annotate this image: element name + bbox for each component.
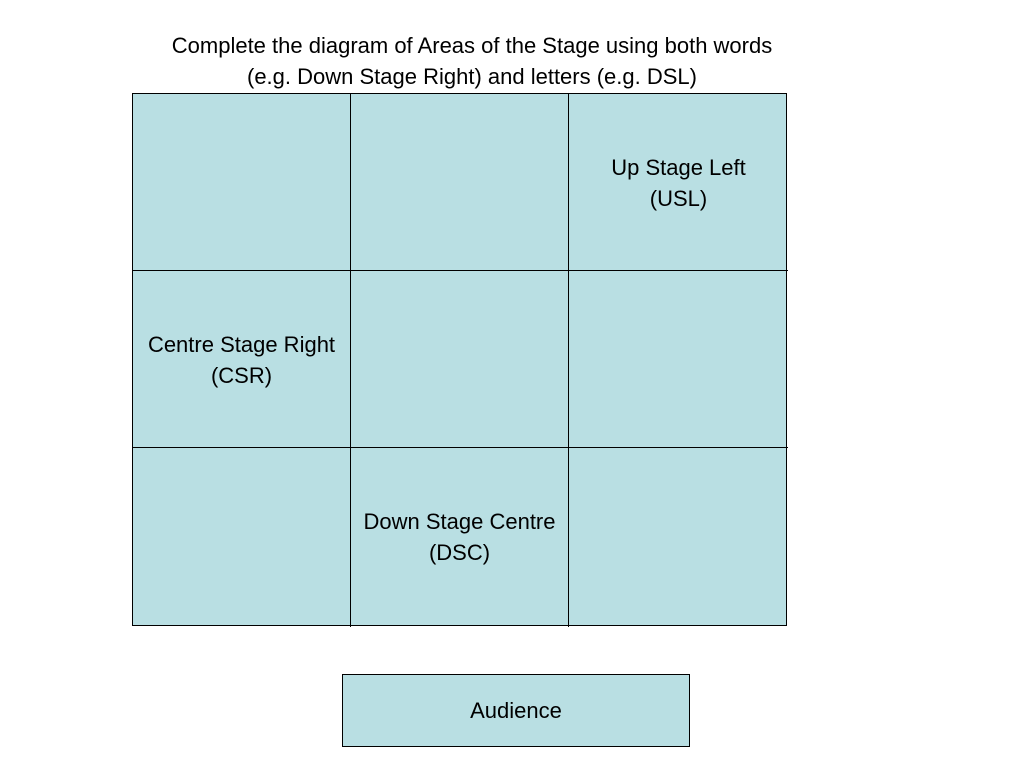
stage-cell-r2c3 xyxy=(569,271,788,448)
stage-area-name: Up Stage Left xyxy=(611,155,746,180)
stage-cell-r3c1 xyxy=(133,448,351,627)
stage-area-name: Down Stage Centre xyxy=(363,509,556,534)
instructions-line-1: Complete the diagram of Areas of the Sta… xyxy=(171,33,773,58)
stage-cell-r3c3 xyxy=(569,448,788,627)
stage-cell-r3c2: Down Stage Centre (DSC) xyxy=(351,448,569,627)
stage-areas-grid: Up Stage Left (USL) Centre Stage Right (… xyxy=(132,93,788,627)
stage-area-name: Centre Stage Right xyxy=(147,332,336,357)
stage-cell-r2c1: Centre Stage Right (CSR) xyxy=(133,271,351,448)
audience-label: Audience xyxy=(470,697,562,723)
stage-cell-label: Down Stage Centre (DSC) xyxy=(341,506,578,568)
stage-cell-r1c2 xyxy=(351,94,569,271)
stage-cell-label: Up Stage Left (USL) xyxy=(559,152,798,214)
stage-cell-r1c3: Up Stage Left (USL) xyxy=(569,94,788,271)
stage-cell-label: Centre Stage Right (CSR) xyxy=(123,329,360,391)
stage-area-code: (CSR) xyxy=(210,363,273,388)
diagram-instructions: Complete the diagram of Areas of the Sta… xyxy=(110,30,834,92)
stage-area-code: (USL) xyxy=(649,186,708,211)
stage-area-code: (DSC) xyxy=(428,540,491,565)
stage-cell-r2c2 xyxy=(351,271,569,448)
audience-box: Audience xyxy=(342,674,690,747)
stage-cell-r1c1 xyxy=(133,94,351,271)
instructions-line-2: (e.g. Down Stage Right) and letters (e.g… xyxy=(247,64,697,89)
